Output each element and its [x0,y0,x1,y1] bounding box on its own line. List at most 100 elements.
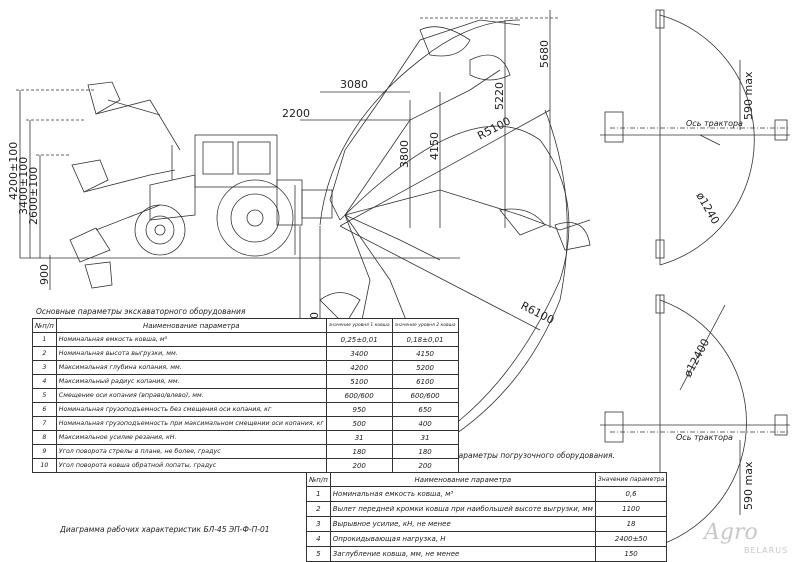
table-header-row: №п/п Наименование параметра значение уро… [32,318,459,333]
dim-dia12400: ø12400 [681,336,712,379]
row-num: 4 [32,374,57,389]
row-num: 1 [32,332,57,347]
row-name: Номинальная емкость ковша, м³ [329,486,596,502]
row-value-1: 4200 [325,360,393,375]
height-dimension-lines [16,89,95,290]
excavator-caption: Основные параметры экскаваторного оборуд… [36,307,246,316]
row-name: Угол поворота стрелы в плане, не более, … [55,444,327,459]
dim-dia1240: ø1240 [693,190,722,227]
row-value-2: 200 [391,458,459,473]
row-name: Номинальная высота выгрузки, мм. [55,346,327,361]
row-name: Максимальный радиус копания, мм. [55,374,327,389]
row-name: Номинальная грузоподъемность без смещени… [55,402,327,417]
col-header-num: №п/п [306,472,331,487]
plan-view-top [600,9,790,266]
col-header-val1: значение уровня 1 ковша [325,318,393,333]
row-name: Номинальная грузоподъемность при максима… [55,416,327,431]
dim-5220: 5220 [493,82,506,110]
dim-r6100: R6100 [519,299,557,327]
row-value-2: 6100 [391,374,459,389]
row-value: 18 [594,516,668,532]
col-header-val2: значение уровня 2 ковша [391,318,459,333]
row-name: Максимальная глубина копания, мм. [55,360,327,375]
row-name: Опрокидывающая нагрузка, Н [329,531,596,547]
axis-tractor-top: Ось трактора [686,119,743,128]
excavator-params-table: №п/п Наименование параметра значение уро… [32,318,459,473]
axis-tractor-bottom: Ось трактора [676,433,733,442]
agro-belarus-watermark: Agro [704,520,758,545]
row-value: 150 [594,546,668,562]
row-num: 2 [32,346,57,361]
row-value-1: 200 [325,458,393,473]
row-value: 0,6 [594,486,668,502]
row-name: Смещение оси копания (вправо/влево), мм. [55,388,327,403]
col-header-name: Наименование параметра [55,318,327,333]
row-value-1: 0,25±0,01 [325,332,393,347]
row-name: Вылет передней кромки ковша при наибольш… [329,501,596,517]
row-name: Заглубление ковша, мм, не менее [329,546,596,562]
row-value-1: 180 [325,444,393,459]
dim-h900: 900 [38,264,51,285]
row-value-2: 31 [391,430,459,445]
front-loader [69,81,181,289]
dim-590-bottom: 590 max [742,461,755,510]
row-num: 8 [32,430,57,445]
row-value-2: 400 [391,416,459,431]
col-header-name: Наименование параметра [329,472,596,487]
row-num: 4 [306,531,331,547]
row-num: 9 [32,444,57,459]
dim-2200: 2200 [282,107,310,120]
loader-caption: Основные параметры погрузочного оборудов… [412,451,615,460]
row-name: Номинальная емкость ковша, м³ [55,332,327,347]
row-num: 1 [306,486,331,502]
dim-h2600: 2600±100 [27,167,40,225]
row-value-2: 650 [391,402,459,417]
row-value-2: 4150 [391,346,459,361]
row-name: Угол поворота ковша обратной лопаты, гра… [55,458,327,473]
dim-h3400: 3400±100 [17,157,30,215]
row-num: 10 [32,458,57,473]
dim-3800: 3800 [398,140,411,168]
row-value: 2400±50 [594,531,668,547]
row-num: 5 [306,546,331,562]
col-header-val: Значение параметра [594,472,668,487]
row-value-1: 600/600 [325,388,393,403]
row-value: 1100 [594,501,668,517]
row-value-2: 0,18±0,01 [391,332,459,347]
row-num: 3 [32,360,57,375]
dim-h4200: 4200±100 [7,142,20,200]
row-num: 3 [306,516,331,532]
row-value-2: 600/600 [391,388,459,403]
dim-590-top: 590 max [742,71,755,120]
row-value-1: 500 [325,416,393,431]
row-value-1: 5100 [325,374,393,389]
loader-params-table: №п/п Наименование параметра Значение пар… [306,472,668,562]
agro-belarus-watermark-sub: BELARUS [744,546,789,555]
dim-4150: 4150 [428,132,441,160]
dim-3080: 3080 [340,78,368,91]
dim-r5100: R5100 [475,114,513,142]
row-value-2: 5200 [391,360,459,375]
row-num: 7 [32,416,57,431]
tractor [134,134,333,257]
row-value-1: 950 [325,402,393,417]
col-header-num: №п/п [32,318,57,333]
row-num: 2 [306,501,331,517]
table-header-row: №п/п Наименование параметра Значение пар… [306,472,668,487]
